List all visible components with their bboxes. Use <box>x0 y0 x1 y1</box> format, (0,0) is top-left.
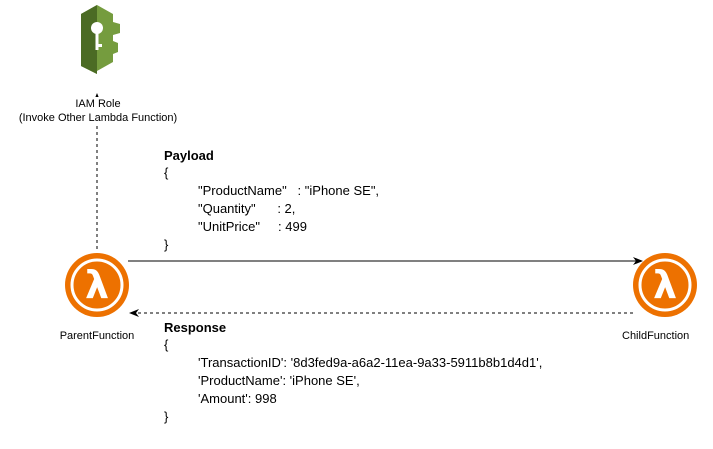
payload-title: Payload <box>164 148 214 163</box>
child-lambda-icon: λ <box>633 253 697 317</box>
response-title: Response <box>164 320 227 335</box>
response-line: 'ProductName': 'iPhone SE', <box>198 373 360 388</box>
payload-block: Payload { "ProductName" : "iPhone SE", "… <box>164 148 379 254</box>
payload-close-brace: } <box>164 237 169 252</box>
payload-line: "ProductName" : "iPhone SE", <box>198 183 380 198</box>
child-function-label: ChildFunction <box>622 330 690 342</box>
parent-lambda-icon: λ <box>64 252 130 318</box>
iam-role-label-line1: IAM Role <box>75 98 121 110</box>
payload-line: "Quantity" : 2, <box>198 201 296 216</box>
iam-role-label: IAM Role (Invoke Other Lambda Function) <box>0 97 196 125</box>
iam-role-label-line2: (Invoke Other Lambda Function) <box>18 112 178 124</box>
payload-line: "UnitPrice" : 499 <box>198 219 307 234</box>
parent-lambda-symbol: λ <box>85 263 109 307</box>
parent-function-label: ParentFunction <box>59 330 135 342</box>
response-line: 'TransactionID': '8d3fed9a-a6a2-11ea-9a3… <box>198 355 543 370</box>
child-lambda-symbol: λ <box>653 263 677 307</box>
payload-open-brace: { <box>164 165 169 180</box>
response-block: Response { 'TransactionID': '8d3fed9a-a6… <box>164 320 542 426</box>
iam-role-key-icon <box>81 5 120 74</box>
response-line: 'Amount': 998 <box>198 391 277 406</box>
response-open-brace: { <box>164 337 169 352</box>
response-close-brace: } <box>164 409 169 424</box>
